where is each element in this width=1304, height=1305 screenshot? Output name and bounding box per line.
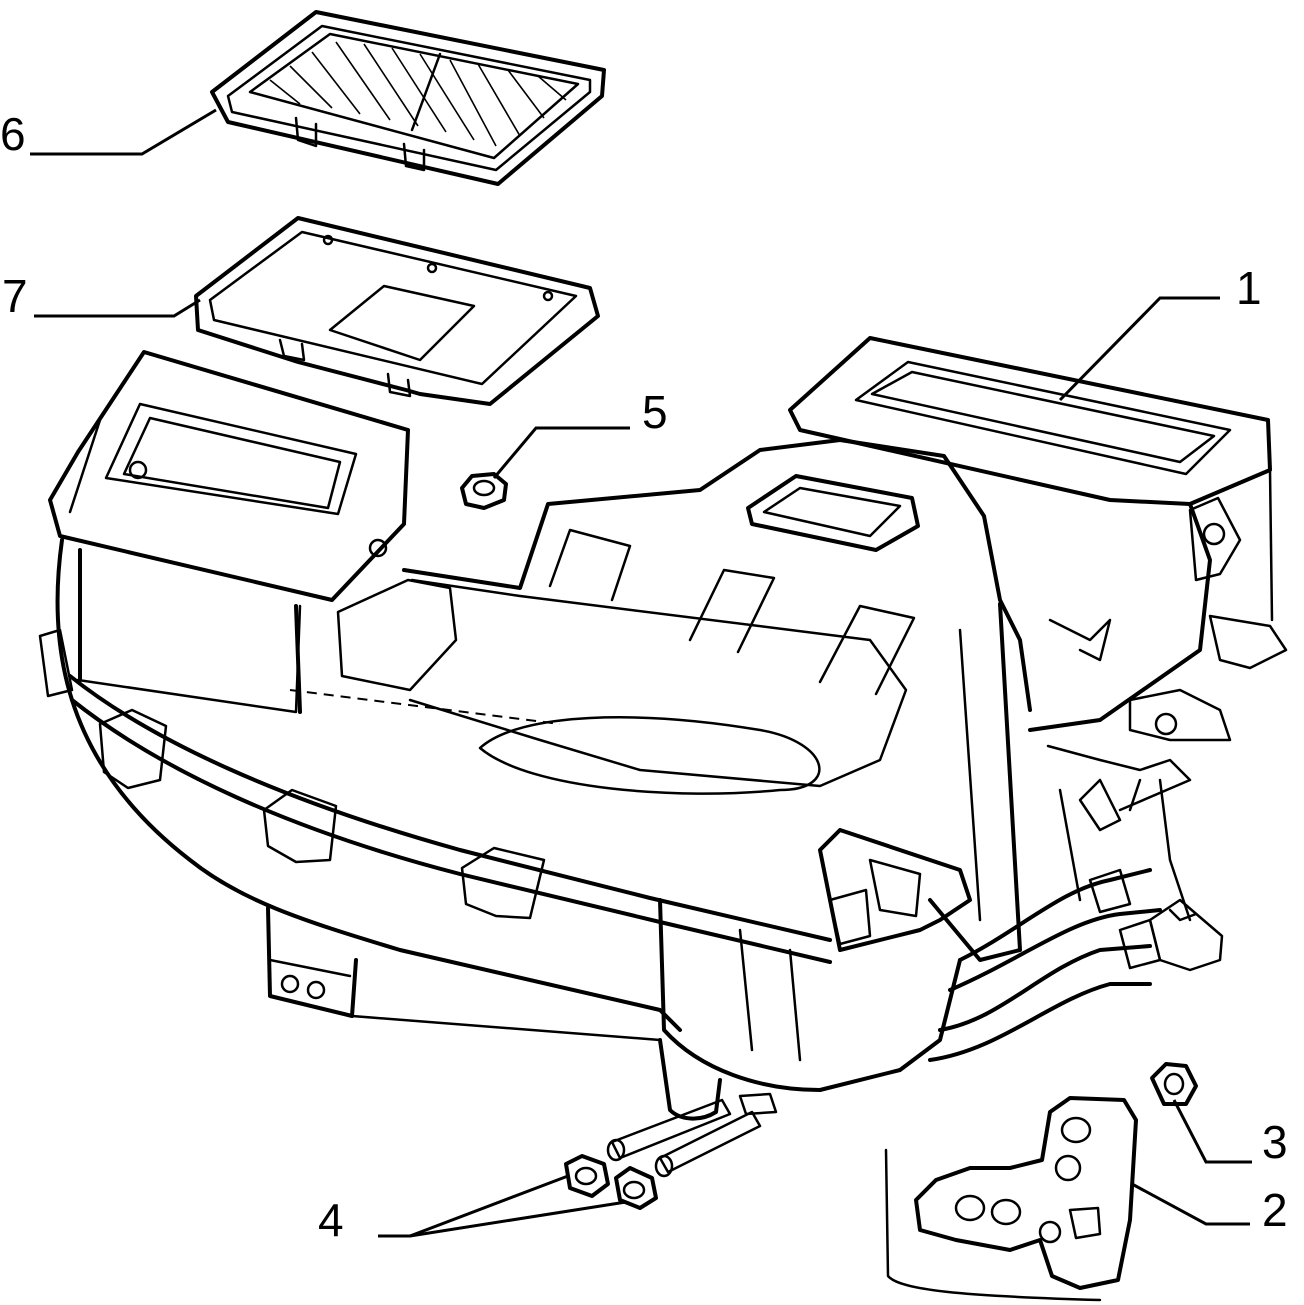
leader-7 (34, 298, 201, 318)
callout-4: 4 (318, 1194, 344, 1246)
part-7-filter-frame (194, 216, 600, 406)
filter-pleats (269, 41, 567, 147)
nut-4b (614, 1166, 658, 1210)
nut-4a (564, 1154, 610, 1198)
callout-6: 6 (0, 108, 26, 160)
callout-7: 7 (2, 270, 28, 322)
callout-3: 3 (1262, 1116, 1288, 1168)
callout-labels: 6 7 5 1 3 2 4 (0, 108, 1288, 1246)
callout-leaders (30, 108, 1252, 1238)
part-4-screws-and-nuts (564, 1092, 778, 1210)
leader-3 (1172, 1099, 1252, 1164)
leader-2 (1131, 1182, 1250, 1226)
part-2-mounting-bracket (884, 1096, 1138, 1302)
leader-5 (492, 426, 630, 479)
part-5-nut (460, 472, 508, 510)
part-3-nut (1150, 1062, 1198, 1106)
part-1-heater-housing (38, 336, 1288, 1121)
part-6-cabin-filter (210, 10, 606, 186)
leader-4b (409, 1200, 627, 1238)
callout-5: 5 (642, 386, 668, 438)
leader-1 (1058, 296, 1220, 402)
callout-1: 1 (1236, 262, 1262, 314)
leader-6 (30, 108, 217, 156)
callout-2: 2 (1262, 1184, 1288, 1236)
